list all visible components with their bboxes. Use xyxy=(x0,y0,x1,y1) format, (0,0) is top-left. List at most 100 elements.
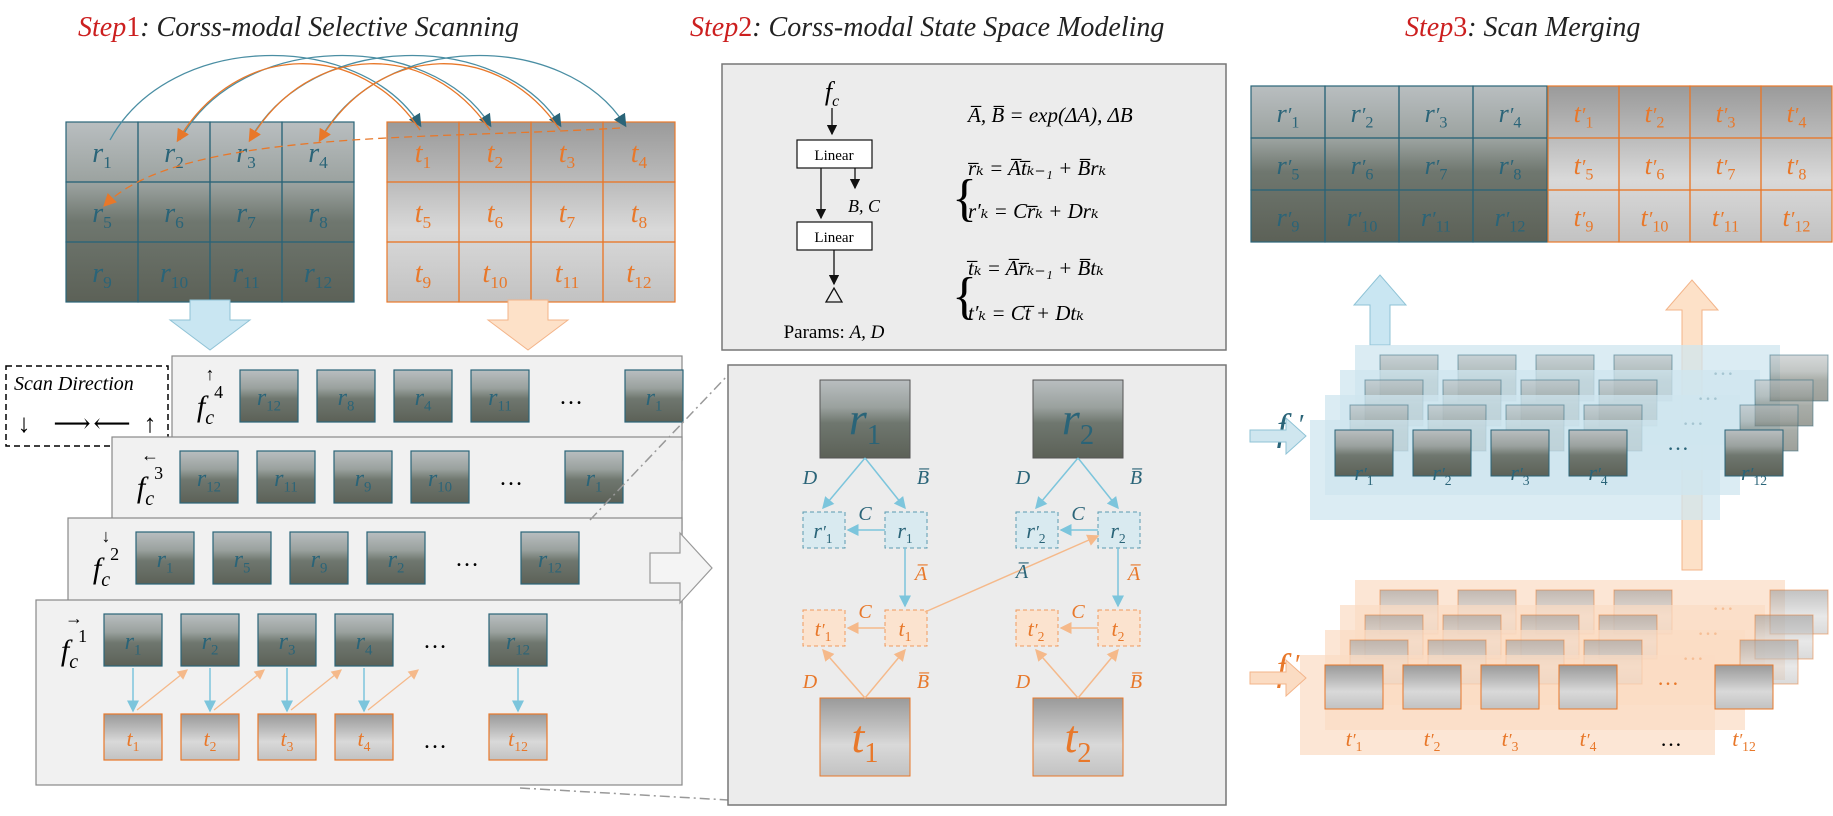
grid-label: t10 xyxy=(482,258,507,292)
step3-title: Step3: Scan Merging xyxy=(1405,12,1640,43)
rgb-token xyxy=(135,531,195,585)
grid-label: r6 xyxy=(164,198,184,232)
grid-label: r1 xyxy=(92,138,112,172)
fv-token-label: r′4 xyxy=(1588,460,1607,488)
r-state-box xyxy=(884,511,928,549)
linear-label-1: Linear xyxy=(814,148,853,164)
grid-label: t3 xyxy=(559,138,575,172)
rgb-token xyxy=(334,613,394,667)
t-state-label: t1 xyxy=(899,616,912,644)
t-node-image xyxy=(819,697,911,777)
t-out-label: t′1 xyxy=(815,616,832,644)
edge-B-t xyxy=(1077,648,1119,699)
grid-label: t7 xyxy=(559,198,576,232)
output-grid-label: t′12 xyxy=(1783,203,1811,236)
rgb-token-label: r11 xyxy=(274,466,298,495)
rgb-token xyxy=(520,531,580,585)
grid-label: r2 xyxy=(164,138,184,172)
output-grid-label: t′6 xyxy=(1645,151,1665,184)
step1-title: Step1: Corss-modal Selective Scanning xyxy=(78,12,519,43)
ft-token-label: t′1 xyxy=(1346,726,1363,754)
rgb-token xyxy=(180,613,240,667)
edge-label: C xyxy=(1071,601,1085,623)
scan-arc-thermal-to-rgb xyxy=(318,63,561,143)
rgb-token xyxy=(333,450,393,504)
edge-B-t xyxy=(864,648,906,699)
ft-token-label: t′4 xyxy=(1580,726,1597,754)
t-node-label: t1 xyxy=(851,711,878,769)
edge-label: C xyxy=(1071,503,1085,525)
rgb-token-label: r4 xyxy=(356,629,373,658)
edge-D-r xyxy=(822,457,866,510)
grid-label: t2 xyxy=(487,138,503,172)
ellipsis: … xyxy=(1660,726,1682,751)
scan-arc-rgb-to-thermal xyxy=(109,54,422,141)
edge-label: A̅ xyxy=(1126,563,1142,585)
cross-scan-arcs xyxy=(103,54,627,207)
rgb-token xyxy=(488,613,548,667)
grid-label: t5 xyxy=(415,198,431,232)
r-node-label: r1 xyxy=(849,393,881,451)
fv-token xyxy=(1568,429,1628,477)
rgb-token xyxy=(289,531,349,585)
ellipsis: … xyxy=(423,728,447,754)
fv-token-label: r′3 xyxy=(1510,460,1529,488)
ssm-equation-3: r′ₖ = Cr̅ₖ + Drₖ xyxy=(968,199,1099,223)
edge-label: B̅ xyxy=(1130,671,1143,693)
r-out-label: r′1 xyxy=(813,518,832,546)
ft-token-label: t′3 xyxy=(1502,726,1519,754)
brace-r: { xyxy=(952,170,977,227)
layer-scan-arrow: ↑ xyxy=(206,364,215,384)
output-grid-label: t′11 xyxy=(1712,203,1739,236)
output-grid-label: r′7 xyxy=(1425,151,1448,184)
output-grid-cell xyxy=(1760,189,1833,243)
rgb-token xyxy=(366,531,426,585)
rgb-token-label: r10 xyxy=(428,466,452,495)
grid-label: t8 xyxy=(631,198,648,232)
edge-D-t xyxy=(1035,648,1079,699)
ssm-equation-5: t′ₖ = Ct̅ + Dtₖ xyxy=(968,301,1084,325)
thermal-token xyxy=(334,713,394,761)
rgb-token xyxy=(410,450,470,504)
t-node-image xyxy=(1032,697,1124,777)
ellipsis: … xyxy=(559,384,583,410)
edge-label: A̅ xyxy=(913,563,929,585)
edge-label-cross: A̅ xyxy=(1014,561,1030,583)
grid-label: r9 xyxy=(92,258,112,292)
fv-arrow xyxy=(1249,416,1307,456)
r-state-label: r1 xyxy=(897,518,912,546)
edge-B-r xyxy=(1077,457,1119,510)
grid-label: t11 xyxy=(555,258,580,292)
fv-token xyxy=(1334,429,1394,477)
edge-label: B̅ xyxy=(917,671,930,693)
thermal-token xyxy=(103,713,163,761)
r-out-box xyxy=(802,511,846,549)
output-grid-label: r′11 xyxy=(1421,203,1451,236)
edge-label: D xyxy=(1015,671,1031,693)
output-grid-label: t′3 xyxy=(1716,99,1736,132)
output-grid-label: t′4 xyxy=(1787,99,1807,132)
ft-token xyxy=(1324,664,1384,710)
ft-token-label: t′12 xyxy=(1732,726,1756,754)
output-grid-label: r′10 xyxy=(1347,203,1378,236)
rgb-token-label: r8 xyxy=(338,385,355,414)
thermal-token xyxy=(180,713,240,761)
rgb-token xyxy=(393,369,453,423)
grid-label: r7 xyxy=(236,198,256,232)
ft-token xyxy=(1402,664,1462,710)
output-grid-label: r′1 xyxy=(1277,99,1300,132)
linear-block-1 xyxy=(796,139,873,169)
rgb-token-label: r12 xyxy=(538,547,562,576)
edge-label: B̅ xyxy=(917,467,930,489)
brace-t: { xyxy=(952,268,977,325)
output-grid-label: r′6 xyxy=(1351,151,1374,184)
edge-label: C xyxy=(858,601,872,623)
ellipsis: … xyxy=(1667,430,1689,455)
rgb-token-label: r1 xyxy=(157,547,174,576)
ft-token xyxy=(1558,664,1618,710)
ellipsis: … xyxy=(455,546,479,572)
